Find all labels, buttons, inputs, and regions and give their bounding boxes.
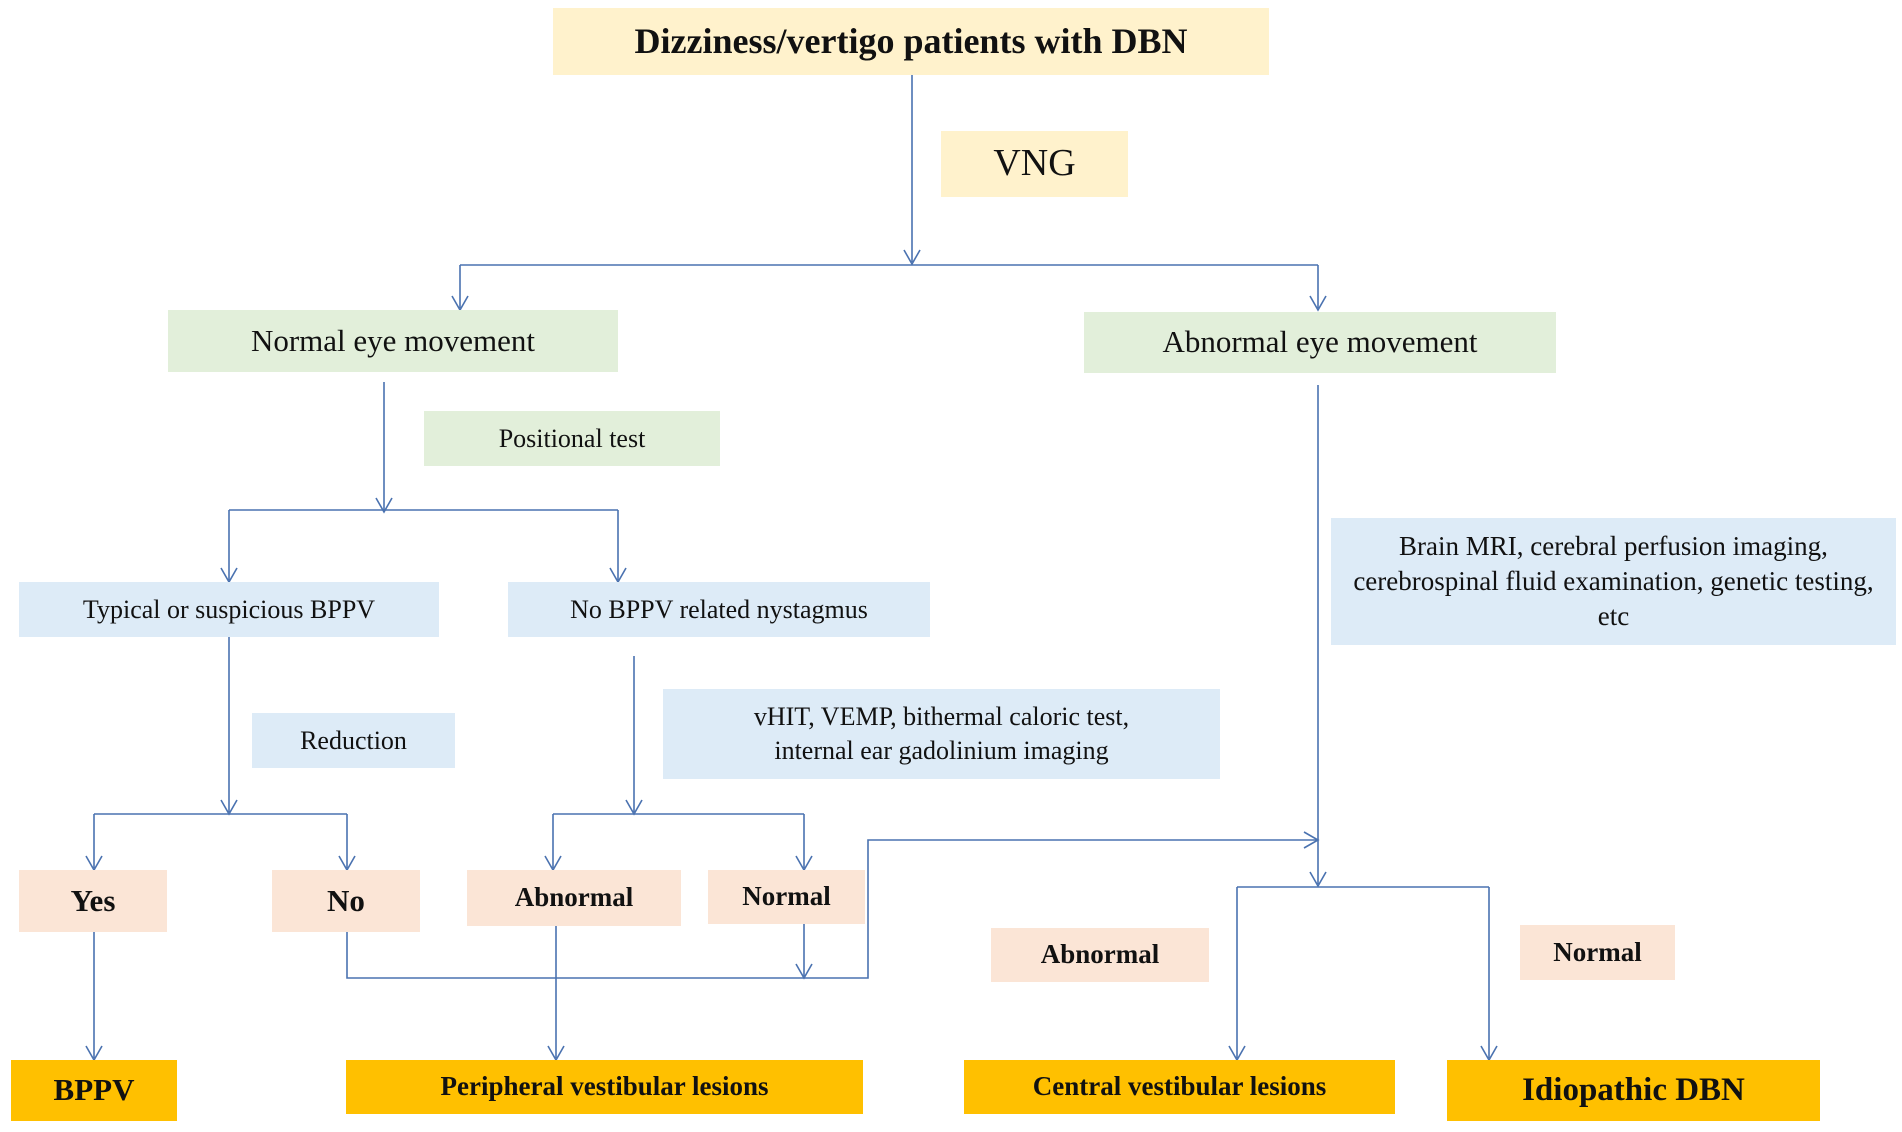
arrowhead	[1303, 831, 1320, 849]
arrowhead	[903, 249, 921, 266]
connector-no-to-merge	[346, 839, 1318, 979]
no-node: No	[272, 870, 420, 932]
reduction-label: Reduction	[252, 713, 455, 768]
positional-test-label: Positional test	[424, 411, 720, 466]
arrowhead	[375, 497, 393, 514]
arrowhead	[1309, 871, 1327, 888]
normal-central-label: Normal	[1520, 925, 1675, 980]
peripheral-tests-label: vHIT, VEMP, bithermal caloric test, inte…	[663, 689, 1220, 779]
arrowhead	[220, 799, 238, 816]
vng-label: VNG	[941, 131, 1128, 197]
abnormal-peripheral-node: Abnormal	[467, 870, 681, 926]
arrowhead	[625, 799, 643, 816]
normal-eye-movement-node: Normal eye movement	[168, 310, 618, 372]
peripheral-vestibular-lesions-node: Peripheral vestibular lesions	[346, 1060, 863, 1114]
yes-node: Yes	[19, 870, 167, 932]
central-vestibular-lesions-node: Central vestibular lesions	[964, 1060, 1395, 1114]
typical-bppv-node: Typical or suspicious BPPV	[19, 582, 439, 637]
abnormal-eye-movement-node: Abnormal eye movement	[1084, 312, 1556, 373]
start-node: Dizziness/vertigo patients with DBN	[553, 8, 1269, 75]
central-tests-label: Brain MRI, cerebral perfusion imaging, c…	[1331, 518, 1896, 645]
abnormal-central-label: Abnormal	[991, 928, 1209, 982]
arrowhead	[795, 963, 813, 980]
arrowhead	[1309, 295, 1327, 312]
normal-peripheral-node: Normal	[708, 870, 865, 924]
connector-arrowheads	[85, 249, 1498, 1062]
bppv-outcome-node: BPPV	[11, 1060, 177, 1121]
idiopathic-dbn-node: Idiopathic DBN	[1447, 1060, 1820, 1121]
no-bppv-node: No BPPV related nystagmus	[508, 582, 930, 637]
connector-lines	[93, 75, 1490, 1058]
